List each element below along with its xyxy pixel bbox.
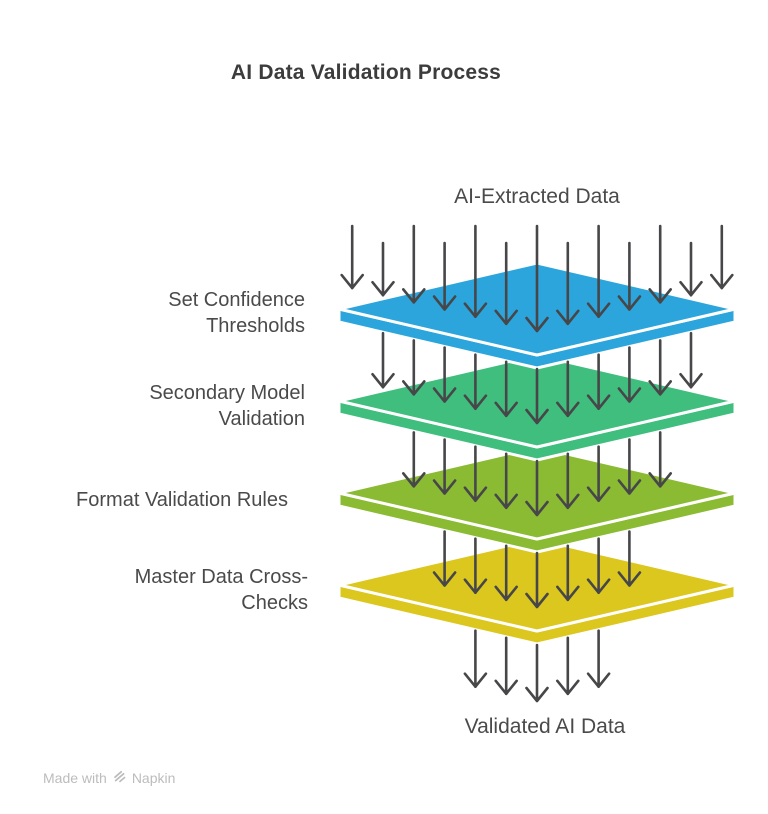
- between-layer-flow-arrow: [525, 551, 549, 609]
- between-layer-flow-arrow: [525, 367, 549, 425]
- between-layer-flow-arrow: [432, 346, 457, 403]
- output-flow-arrow: [586, 629, 611, 688]
- layer-label-master-data-cross-checks: Master Data Cross- Checks: [134, 566, 308, 614]
- between-layer-flow-arrow: [617, 438, 642, 495]
- between-layer-flow-arrow: [617, 530, 642, 587]
- between-layer-flow-arrow: [586, 445, 611, 502]
- input-flow-arrow: [463, 224, 488, 318]
- between-layer-flow-arrow: [586, 353, 611, 410]
- input-flow-arrow: [525, 224, 549, 333]
- between-layer-flow-arrow: [586, 537, 611, 594]
- input-flow-arrow: [371, 241, 395, 297]
- input-flow-arrow: [679, 241, 703, 297]
- between-layer-flow-arrow: [494, 360, 518, 418]
- output-flow-arrow: [494, 636, 518, 696]
- between-layer-flow-arrow: [648, 339, 672, 396]
- napkin-logo-icon: [112, 769, 127, 787]
- between-layer-flow-arrow: [402, 431, 426, 488]
- between-layer-flow-arrow: [679, 331, 703, 389]
- input-flow-arrow: [402, 224, 426, 304]
- input-flow-arrow: [648, 224, 672, 304]
- layer-label-format-validation-rules: Format Validation Rules: [76, 489, 288, 511]
- layer-label-set-confidence-thresholds: Set Confidence Thresholds: [168, 289, 305, 337]
- output-flow-arrow: [525, 643, 549, 703]
- input-flow-arrow: [432, 241, 457, 311]
- page-title: AI Data Validation Process: [230, 61, 502, 84]
- output-flow-arrow: [463, 629, 488, 688]
- input-data-label: AI-Extracted Data: [454, 185, 620, 208]
- between-layer-flow-arrow: [463, 537, 488, 594]
- between-layer-flow-arrow: [463, 445, 488, 502]
- between-layer-flow-arrow: [432, 438, 457, 495]
- between-layer-flow-arrow: [494, 452, 518, 510]
- input-flow-arrow: [494, 241, 518, 326]
- output-data-label: Validated AI Data: [464, 715, 626, 738]
- input-flow-arrow: [710, 224, 734, 290]
- input-flow-arrow: [556, 241, 580, 326]
- between-layer-flow-arrow: [371, 331, 395, 389]
- made-with-napkin-watermark[interactable]: Made with Napkin: [43, 769, 175, 787]
- watermark-prefix: Made with: [43, 770, 107, 786]
- between-layer-flow-arrow: [556, 544, 580, 602]
- input-flow-arrow: [586, 224, 611, 318]
- input-flow-arrow: [617, 241, 642, 311]
- between-layer-flow-arrow: [648, 431, 672, 488]
- between-layer-flow-arrow: [617, 346, 642, 403]
- between-layer-flow-arrow: [463, 353, 488, 410]
- between-layer-flow-arrow: [432, 530, 457, 587]
- output-flow-arrow: [556, 636, 580, 696]
- between-layer-flow-arrow: [494, 544, 518, 602]
- input-flow-arrow: [340, 224, 364, 290]
- between-layer-flow-arrow: [525, 459, 549, 517]
- layer-label-secondary-model-validation: Secondary Model Validation: [149, 382, 305, 430]
- watermark-brand: Napkin: [131, 770, 176, 786]
- between-layer-flow-arrow: [556, 360, 580, 418]
- between-layer-flow-arrow: [402, 339, 426, 396]
- between-layer-flow-arrow: [556, 452, 580, 510]
